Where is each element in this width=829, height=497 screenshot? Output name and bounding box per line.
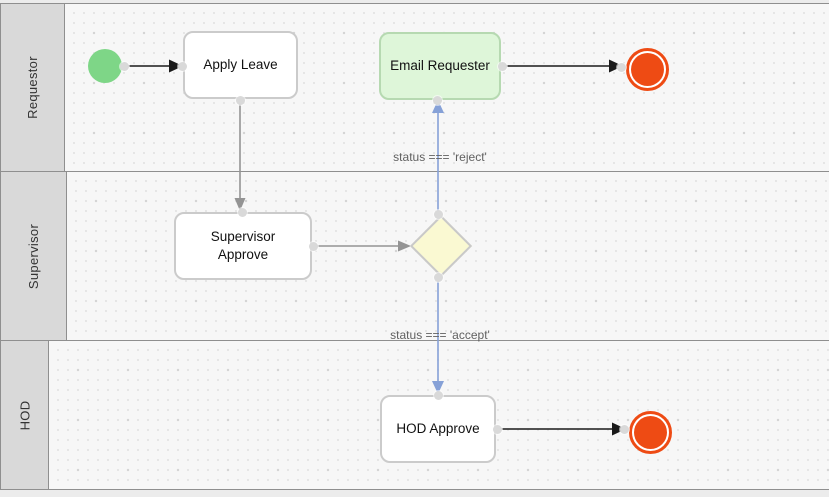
connection-port[interactable]	[119, 61, 129, 71]
lane-supervisor: Supervisor	[1, 171, 829, 340]
connection-port[interactable]	[497, 61, 507, 71]
lane-header-hod[interactable]: HOD	[1, 341, 49, 489]
task-hod-approve[interactable]: HOD Approve	[380, 395, 496, 463]
task-apply-leave[interactable]: Apply Leave	[183, 31, 298, 99]
end-event-inner	[631, 53, 664, 86]
connection-port[interactable]	[432, 95, 442, 105]
task-label: Supervisor Approve	[210, 229, 276, 262]
connection-port[interactable]	[308, 241, 318, 251]
connection-port[interactable]	[433, 272, 443, 282]
end-event-accept[interactable]	[629, 411, 672, 454]
flow-label-accept: status === 'accept'	[390, 328, 490, 342]
connection-port[interactable]	[237, 207, 247, 217]
start-event[interactable]	[88, 49, 122, 83]
end-event-inner	[634, 416, 667, 449]
task-label: Email Requester	[390, 58, 490, 74]
task-label: HOD Approve	[396, 421, 480, 437]
connection-port[interactable]	[433, 209, 443, 219]
connection-port[interactable]	[177, 61, 187, 71]
lane-label: HOD	[16, 400, 32, 430]
connection-port[interactable]	[616, 62, 626, 72]
lane-hod: HOD	[1, 340, 829, 489]
connection-port[interactable]	[433, 390, 443, 400]
lane-label: Supervisor	[26, 223, 42, 289]
lane-header-requestor[interactable]: Requestor	[1, 4, 65, 171]
end-event-reject[interactable]	[626, 48, 669, 91]
task-supervisor-approve[interactable]: Supervisor Approve	[174, 212, 312, 280]
connection-port[interactable]	[619, 424, 629, 434]
lane-body-hod	[49, 341, 829, 489]
connection-port[interactable]	[492, 424, 502, 434]
task-email-requester[interactable]: Email Requester	[379, 32, 501, 100]
flow-label-reject: status === 'reject'	[393, 150, 487, 164]
lane-header-supervisor[interactable]: Supervisor	[1, 172, 68, 340]
connection-port[interactable]	[235, 95, 245, 105]
task-label: Apply Leave	[203, 57, 278, 73]
lane-label: Requestor	[24, 56, 40, 119]
